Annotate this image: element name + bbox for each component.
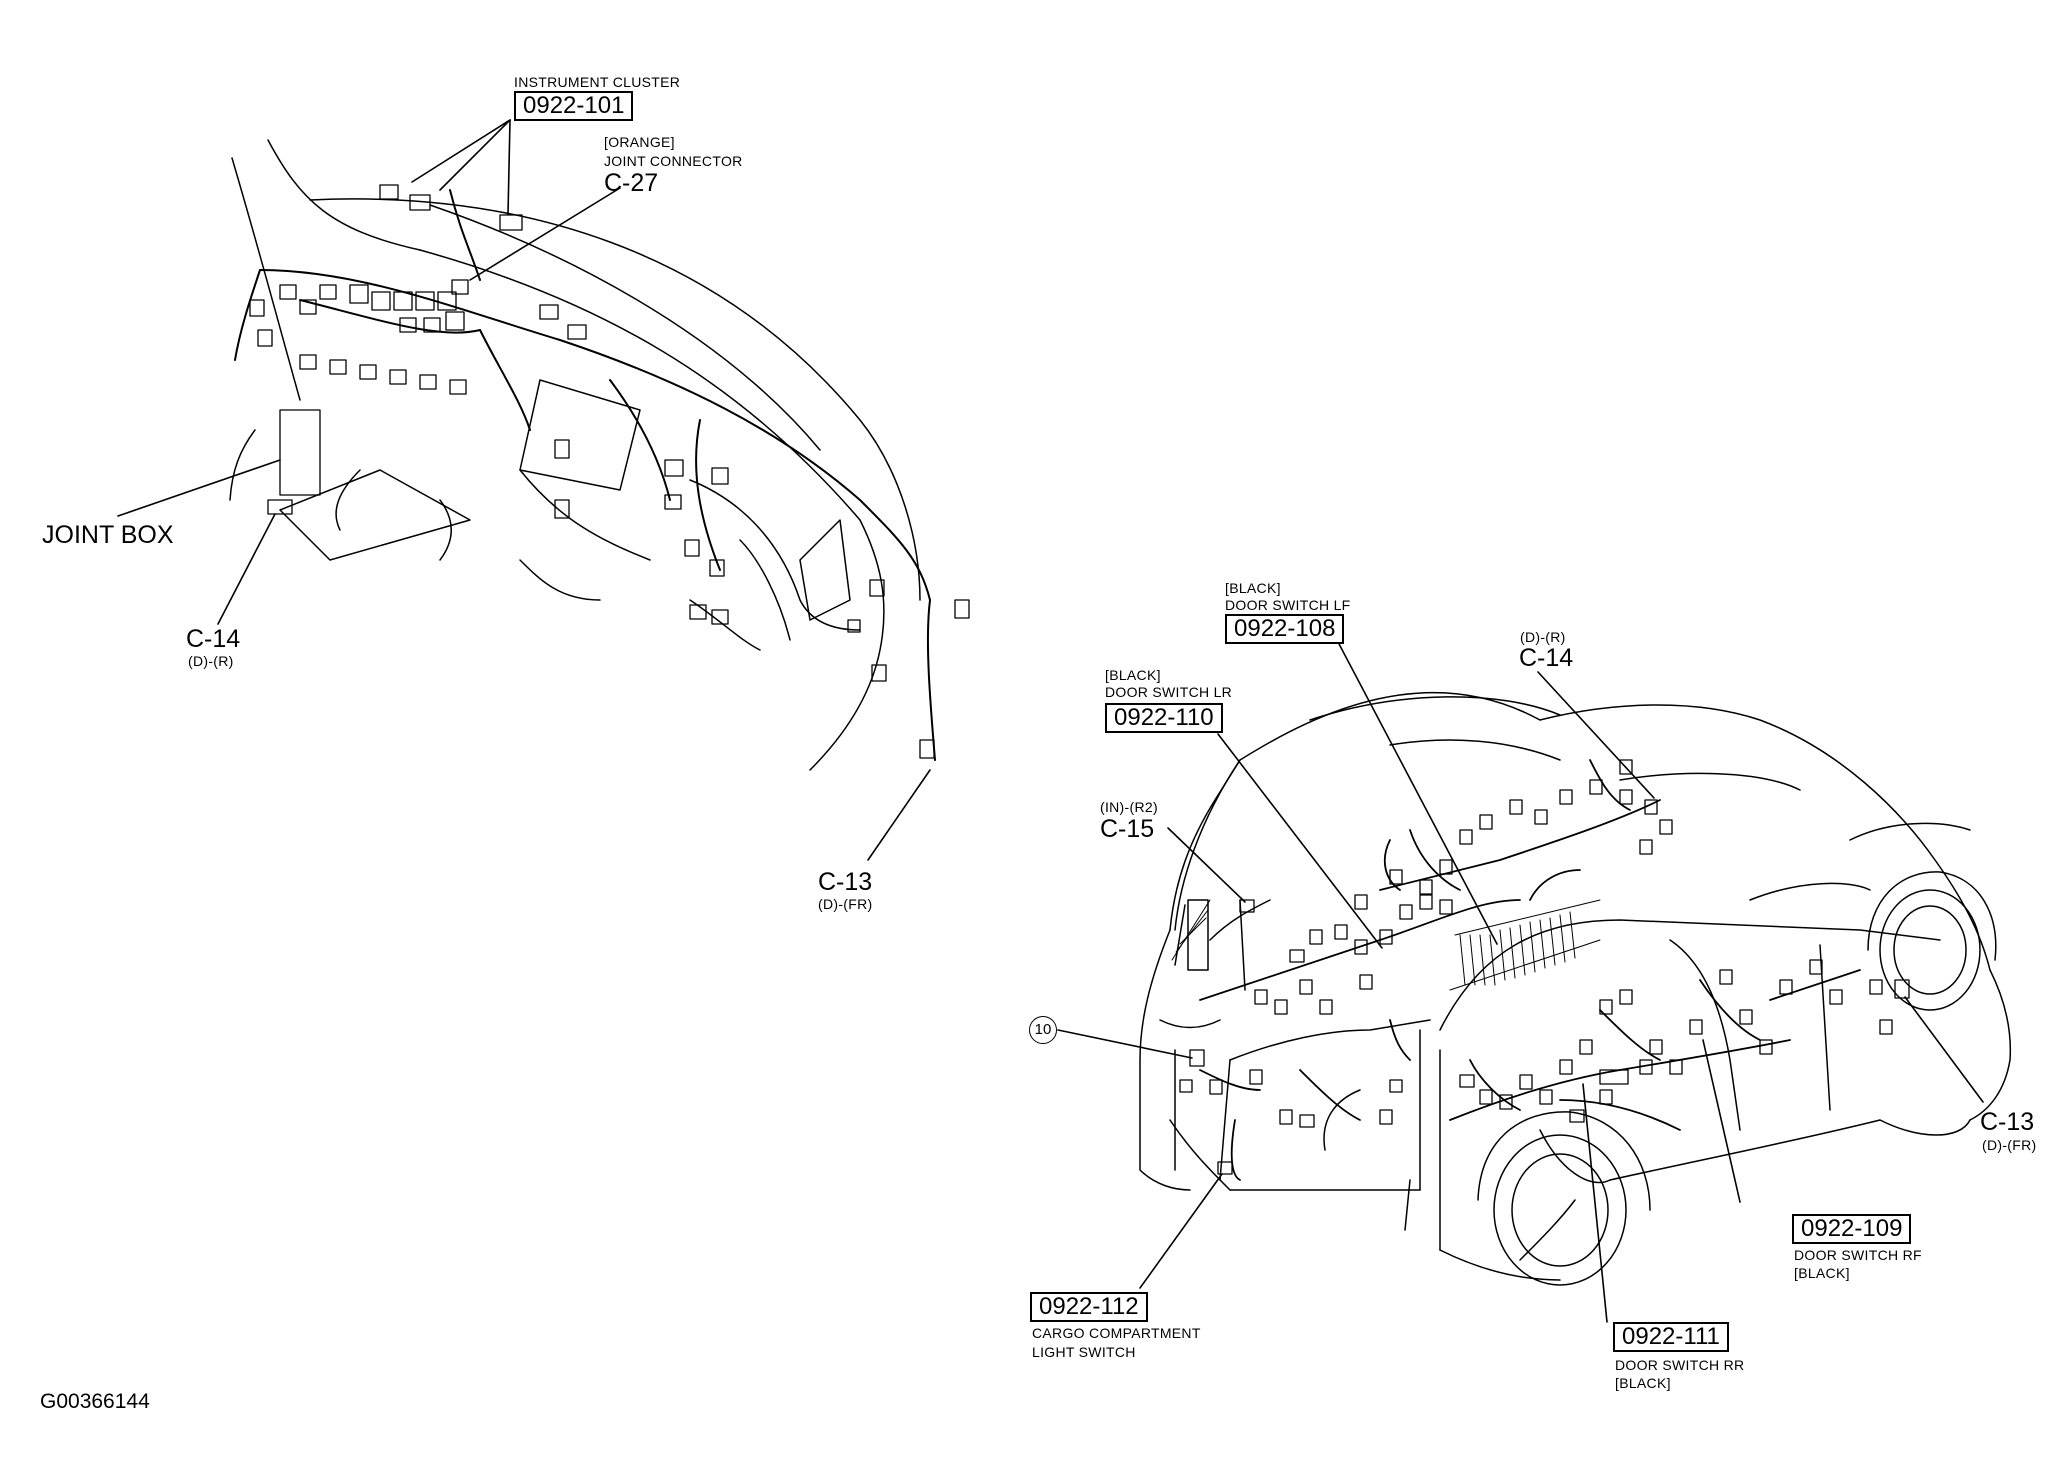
cargo-switch-code: 0922-112 (1030, 1292, 1148, 1322)
door-switch-rf-color: [BLACK] (1794, 1265, 1850, 1281)
door-switch-lr-code: 0922-110 (1105, 703, 1223, 733)
figure-id: G00366144 (40, 1390, 150, 1413)
dashboard-connectors (249, 184, 970, 759)
door-switch-lf-label: DOOR SWITCH LF (1225, 597, 1351, 613)
door-switch-rr-color: [BLACK] (1615, 1375, 1671, 1391)
joint-box-label: JOINT BOX (42, 521, 174, 549)
vehicle-connectors (1179, 759, 1910, 1175)
vehicle-c14-code: C-14 (1519, 644, 1574, 672)
cargo-switch-label-line1: CARGO COMPARTMENT (1032, 1325, 1201, 1341)
cargo-switch-label-line2: LIGHT SWITCH (1032, 1344, 1136, 1360)
dashboard-harness (234, 189, 936, 761)
vehicle-harness (1199, 759, 1861, 1181)
instrument-cluster-connector-code: 0922-101 (514, 91, 634, 121)
vehicle-body-outline (1139, 691, 2012, 1281)
joint-connector-label: JOINT CONNECTOR (604, 153, 743, 169)
joint-connector-code: C-27 (604, 169, 659, 197)
door-switch-rf-code: 0922-109 (1792, 1214, 1912, 1244)
door-switch-lr-color: [BLACK] (1105, 667, 1161, 683)
vehicle-c15-sub: (IN)-(R2) (1100, 799, 1158, 815)
reference-number-10: 10 (1029, 1016, 1057, 1044)
dash-c13-code: C-13 (818, 868, 873, 896)
door-switch-rf-label: DOOR SWITCH RF (1794, 1247, 1922, 1263)
dashboard-outline (229, 139, 921, 771)
vehicle-c15-code: C-15 (1100, 815, 1155, 843)
vehicle-c13-sub: (D)-(FR) (1982, 1137, 2037, 1153)
instrument-cluster-label: INSTRUMENT CLUSTER (514, 74, 681, 90)
door-switch-lf-color: [BLACK] (1225, 580, 1281, 596)
door-switch-lr-label: DOOR SWITCH LR (1105, 684, 1233, 700)
door-switch-lf-code: 0922-108 (1225, 614, 1345, 644)
door-switch-rr-label: DOOR SWITCH RR (1615, 1357, 1745, 1373)
dash-c14-sub: (D)-(R) (188, 653, 234, 669)
vehicle-c13-code: C-13 (1980, 1108, 2035, 1136)
vehicle-wheels (1477, 871, 1997, 1286)
vehicle-c14-sub: (D)-(R) (1520, 629, 1566, 645)
dash-c14-code: C-14 (186, 625, 241, 653)
leader-lines (117, 119, 1984, 1323)
joint-connector-color: [ORANGE] (604, 134, 675, 150)
vehicle-hatched-areas (1171, 899, 1601, 991)
dash-c13-sub: (D)-(FR) (818, 896, 873, 912)
door-switch-rr-code: 0922-111 (1613, 1322, 1729, 1352)
